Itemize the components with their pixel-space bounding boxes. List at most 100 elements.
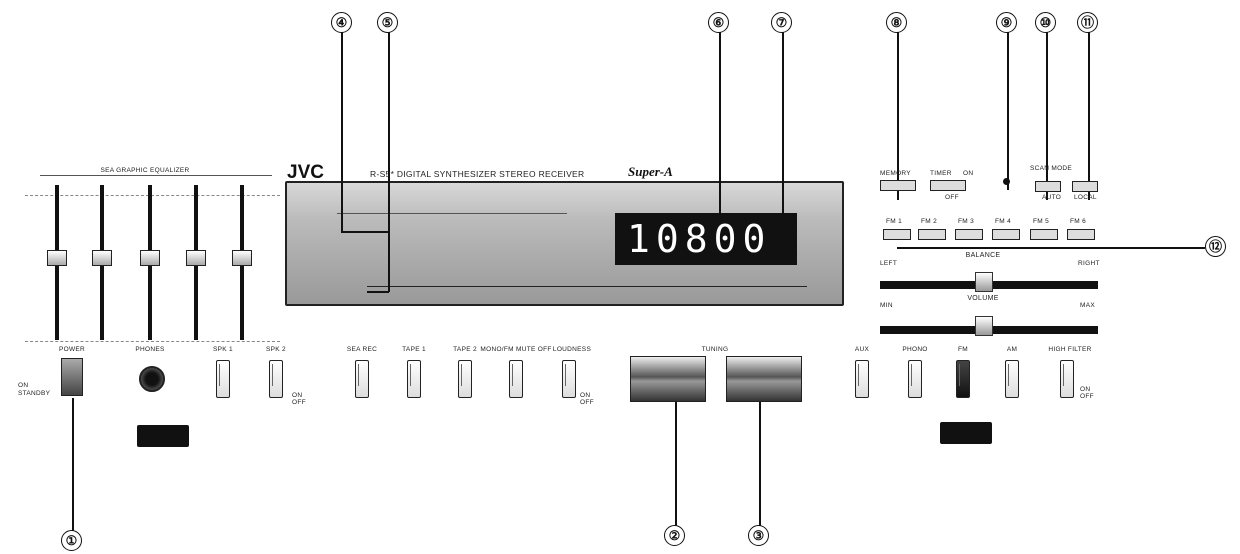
callout-3-leader bbox=[759, 388, 761, 528]
eq-slider-knob-2[interactable] bbox=[92, 250, 112, 266]
preset-label-2: FM 2 bbox=[921, 218, 938, 225]
mono-label: MONO/FM MUTE OFF bbox=[480, 346, 552, 353]
auto-label: AUTO bbox=[1042, 194, 1062, 201]
preset-label-4: FM 4 bbox=[995, 218, 1012, 225]
sea-rec-button[interactable] bbox=[355, 360, 369, 398]
loudness-button[interactable] bbox=[562, 360, 576, 398]
left-foot bbox=[137, 425, 189, 447]
preset-button-2[interactable] bbox=[918, 229, 946, 240]
callout-8-leader bbox=[897, 30, 899, 200]
callout-9: ⑨ bbox=[996, 12, 1017, 33]
preset-button-4[interactable] bbox=[992, 229, 1020, 240]
callout-10-leader bbox=[1046, 30, 1048, 200]
model-text: R-S5* DIGITAL SYNTHESIZER STEREO RECEIVE… bbox=[370, 169, 585, 179]
spk-on-label: ON bbox=[292, 392, 303, 399]
eq-slider-knob-1[interactable] bbox=[47, 250, 67, 266]
loudness-label: LOUDNESS bbox=[552, 346, 592, 353]
preset-label-6: FM 6 bbox=[1070, 218, 1087, 225]
spk1-button[interactable] bbox=[216, 360, 230, 398]
frequency-readout: 10800 bbox=[627, 217, 772, 261]
timer-indicator-light bbox=[1003, 178, 1010, 185]
balance-slider-knob[interactable] bbox=[975, 272, 993, 292]
callout-4: ④ bbox=[331, 12, 352, 33]
callout-12-leader bbox=[897, 247, 1205, 249]
high-filter-off-label: OFF bbox=[1080, 393, 1094, 400]
aux-label: AUX bbox=[854, 346, 870, 353]
timer-off-label: OFF bbox=[945, 194, 959, 201]
volume-slider-knob[interactable] bbox=[975, 316, 993, 336]
phones-label: PHONES bbox=[135, 346, 165, 353]
volume-min-label: MIN bbox=[880, 302, 893, 309]
spk-off-label: OFF bbox=[292, 399, 306, 406]
callout-5-leader bbox=[388, 30, 390, 292]
phono-button[interactable] bbox=[908, 360, 922, 398]
scan-mode-label: SCAN MODE bbox=[1030, 165, 1073, 172]
callout-7-leader bbox=[782, 30, 784, 215]
memory-button[interactable] bbox=[880, 180, 916, 191]
tuning-up-button[interactable] bbox=[726, 356, 802, 402]
local-label: LOCAL bbox=[1074, 194, 1097, 201]
local-button[interactable] bbox=[1072, 181, 1098, 192]
tape1-label: TAPE 1 bbox=[402, 346, 426, 353]
tape2-button[interactable] bbox=[458, 360, 472, 398]
preset-label-3: FM 3 bbox=[958, 218, 975, 225]
preset-button-5[interactable] bbox=[1030, 229, 1058, 240]
callout-5-leader-h bbox=[367, 291, 389, 293]
callout-9-leader bbox=[1007, 30, 1009, 190]
display-indicators bbox=[337, 213, 567, 264]
power-standby-label: STANDBY bbox=[18, 390, 51, 397]
auto-button[interactable] bbox=[1035, 181, 1061, 192]
callout-1-leader bbox=[72, 398, 74, 533]
callout-8: ⑧ bbox=[886, 12, 907, 33]
am-button[interactable] bbox=[1005, 360, 1019, 398]
super-a-logo: Super-A bbox=[628, 164, 673, 179]
callout-10: ⑩ bbox=[1035, 12, 1056, 33]
display-scale-line bbox=[367, 286, 807, 287]
tuning-label: TUNING bbox=[701, 346, 729, 353]
callout-12: ⑫ bbox=[1205, 236, 1226, 257]
volume-title: VOLUME bbox=[967, 295, 999, 302]
eq-slider-knob-4[interactable] bbox=[186, 250, 206, 266]
display-window: 10800 bbox=[285, 181, 844, 306]
power-on-label: ON bbox=[18, 382, 29, 389]
volume-max-label: MAX bbox=[1080, 302, 1095, 309]
eq-slider-knob-5[interactable] bbox=[232, 250, 252, 266]
timer-on-label: ON bbox=[963, 170, 974, 177]
spk2-label: SPK 2 bbox=[266, 346, 286, 353]
balance-right-label: RIGHT bbox=[1078, 260, 1100, 267]
high-filter-label: HIGH FILTER bbox=[1048, 346, 1092, 353]
tuning-down-button[interactable] bbox=[630, 356, 706, 402]
callout-5: ⑤ bbox=[377, 12, 398, 33]
sea-rec-label: SEA REC bbox=[346, 346, 378, 353]
spk2-button[interactable] bbox=[269, 360, 283, 398]
eq-slider-knob-3[interactable] bbox=[140, 250, 160, 266]
right-foot bbox=[940, 422, 992, 444]
callout-2: ② bbox=[664, 525, 685, 546]
callout-7: ⑦ bbox=[771, 12, 792, 33]
callout-4-leader bbox=[341, 30, 343, 232]
aux-button[interactable] bbox=[855, 360, 869, 398]
high-filter-on-label: ON bbox=[1080, 386, 1091, 393]
balance-left-label: LEFT bbox=[880, 260, 898, 267]
phones-jack[interactable] bbox=[139, 366, 165, 392]
tape1-button[interactable] bbox=[407, 360, 421, 398]
high-filter-button[interactable] bbox=[1060, 360, 1074, 398]
mono-button[interactable] bbox=[509, 360, 523, 398]
tape2-label: TAPE 2 bbox=[453, 346, 477, 353]
preset-button-6[interactable] bbox=[1067, 229, 1095, 240]
preset-label-5: FM 5 bbox=[1033, 218, 1050, 225]
fm-button[interactable] bbox=[956, 360, 970, 398]
am-label: AM bbox=[1006, 346, 1018, 353]
preset-button-3[interactable] bbox=[955, 229, 983, 240]
power-button[interactable] bbox=[61, 358, 83, 396]
brand-logo: JVC bbox=[287, 162, 324, 183]
callout-4-leader-h bbox=[341, 231, 389, 233]
callout-2-leader bbox=[675, 388, 677, 528]
callout-3: ③ bbox=[748, 525, 769, 546]
equalizer-grid bbox=[25, 195, 280, 342]
timer-button[interactable] bbox=[930, 180, 966, 191]
preset-label-1: FM 1 bbox=[886, 218, 903, 225]
loudness-off-label: OFF bbox=[580, 399, 594, 406]
fm-label: FM bbox=[958, 346, 968, 353]
preset-button-1[interactable] bbox=[883, 229, 911, 240]
